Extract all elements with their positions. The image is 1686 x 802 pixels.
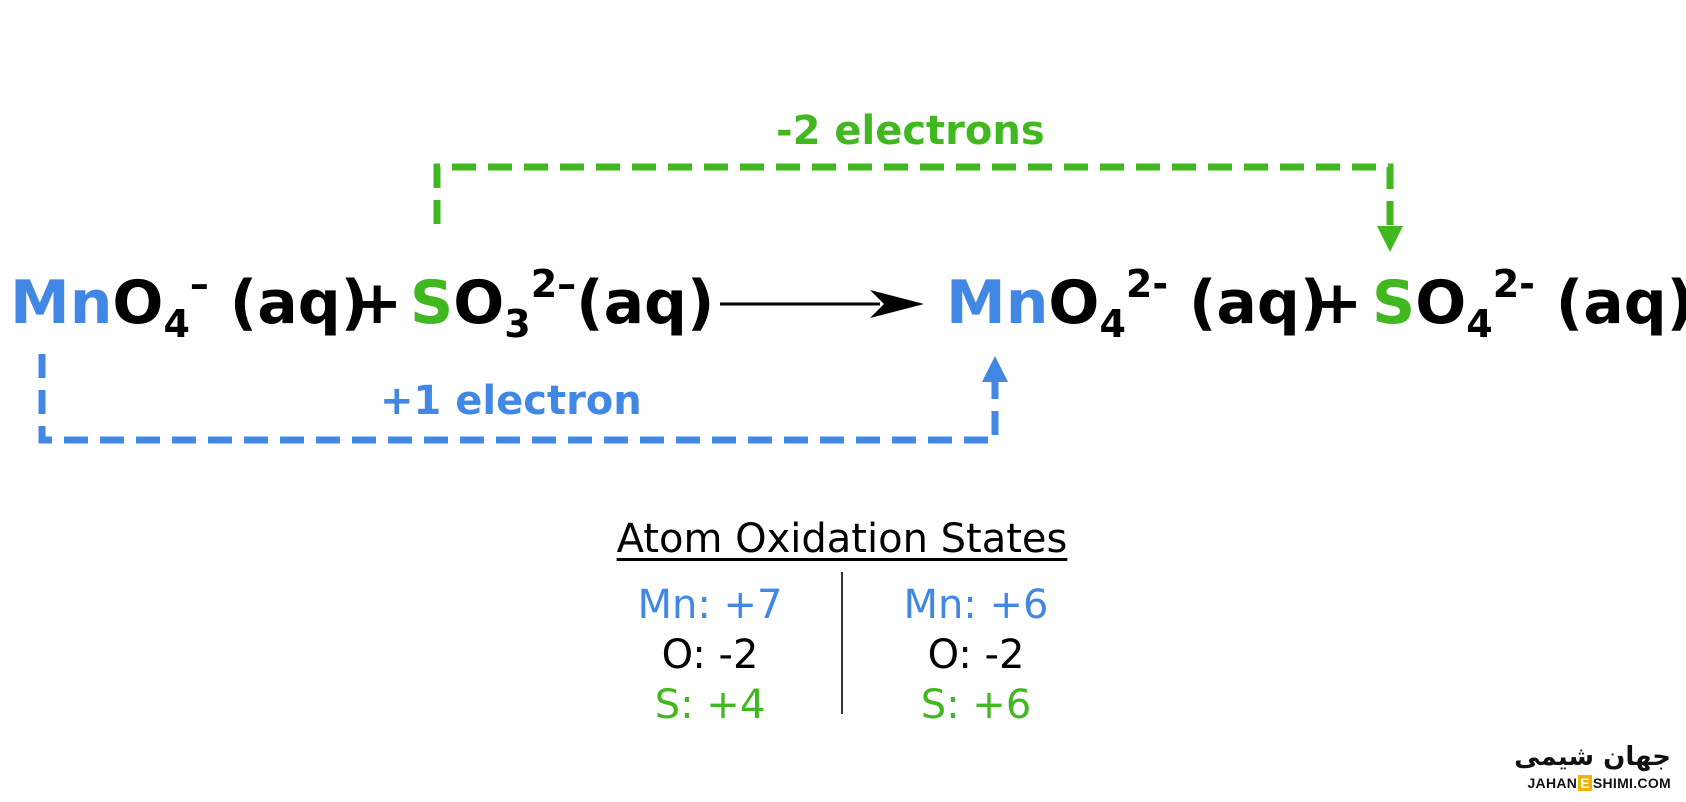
product1-charge: 2-	[1125, 262, 1169, 306]
reactant1-charge: –	[189, 262, 209, 306]
product2-s: S	[1372, 268, 1416, 338]
product-manganate: MnO42- (aq)	[946, 258, 1327, 348]
reactant1-mn: Mn	[10, 268, 113, 338]
sulfur-transfer-arrow	[433, 163, 1403, 252]
oxidation-table-products: Mn: +6 O: -2 S: +6	[866, 580, 1086, 730]
plus-sign-1: +	[352, 268, 403, 338]
reactant2-o: O	[453, 268, 505, 338]
manganese-transfer-arrow	[38, 354, 1008, 444]
reactant-o-state: O: -2	[661, 632, 759, 678]
product-sulfate: SO42- (aq)	[1372, 258, 1686, 348]
sulfur-transfer-path	[433, 163, 1394, 228]
product2-state: (aq)	[1534, 268, 1686, 338]
reaction-arrow	[720, 290, 924, 318]
product1-o: O	[1048, 268, 1100, 338]
product-s-state: S: +6	[920, 682, 1032, 728]
manganese-transfer-path	[38, 354, 999, 444]
reactant-sulfite: SO32–(aq)	[410, 258, 714, 348]
reaction-arrow-head	[870, 290, 924, 318]
product-mn-state: Mn: +6	[903, 582, 1049, 628]
logo-latin-e: E	[1578, 775, 1592, 791]
reactant-permanganate: MnO4– (aq)	[10, 258, 368, 348]
oxidation-table-reactants: Mn: +7 O: -2 S: +4	[600, 580, 820, 730]
oxidation-table-divider	[841, 572, 843, 714]
product2-o: O	[1415, 268, 1467, 338]
product1-mn: Mn	[946, 268, 1049, 338]
product2-charge: 2-	[1492, 262, 1535, 306]
logo-latin-left: JAHAN	[1527, 775, 1578, 791]
plus-sign-2: +	[1312, 268, 1363, 338]
manganese-transfer-label: +1 electron	[380, 378, 642, 424]
product1-state: (aq)	[1168, 268, 1328, 338]
sulfur-transfer-label: -2 electrons	[776, 108, 1045, 154]
oxidation-table-title: Atom Oxidation States	[616, 516, 1068, 562]
product1-subscript: 4	[1099, 302, 1126, 346]
reactant2-charge: 2–	[530, 262, 577, 306]
product2-subscript: 4	[1466, 302, 1493, 346]
product-o-state: O: -2	[927, 632, 1025, 678]
manganese-transfer-head	[982, 356, 1008, 382]
reactant2-state: (aq)	[576, 268, 715, 338]
reactant2-subscript: 3	[504, 302, 531, 346]
reactant-s-state: S: +4	[654, 682, 766, 728]
logo-latin-right: SHIMI.COM	[1592, 775, 1671, 791]
sulfur-transfer-head	[1377, 226, 1403, 252]
reactant1-subscript: 4	[163, 302, 190, 346]
reactant1-o: O	[112, 268, 164, 338]
reactant-mn-state: Mn: +7	[637, 582, 783, 628]
reactant1-state: (aq)	[208, 268, 369, 338]
reactant2-s: S	[410, 268, 454, 338]
logo-persian-text: جهان شیمی	[1514, 742, 1671, 772]
